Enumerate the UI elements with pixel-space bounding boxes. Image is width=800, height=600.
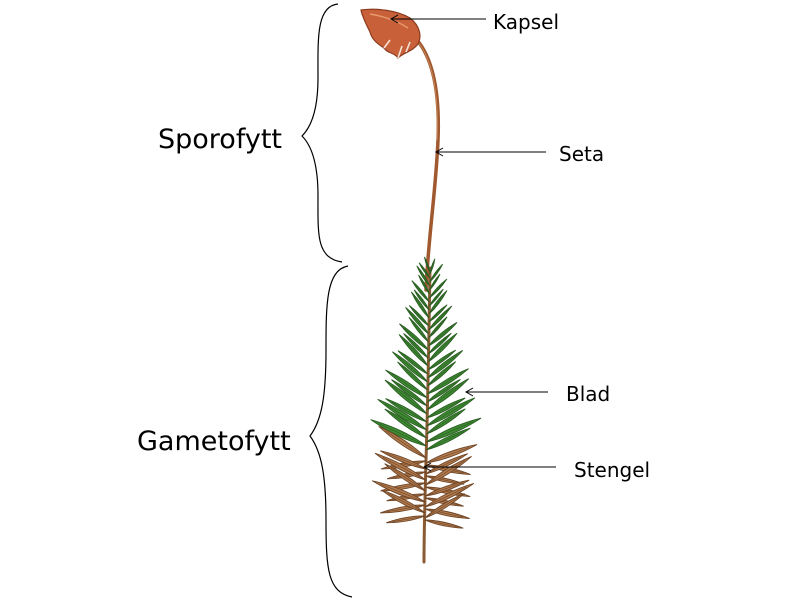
- leaf-midrib: [426, 401, 468, 427]
- leaf-midrib: [413, 295, 430, 319]
- leaf-midrib: [429, 276, 439, 291]
- leaf-midrib: [428, 319, 445, 339]
- leaf-midrib: [387, 493, 426, 514]
- leaf-midrib: [425, 475, 459, 484]
- leaf-midrib: [428, 291, 442, 307]
- leaf-midrib: [425, 460, 465, 486]
- leaf-midrib: [392, 471, 426, 479]
- leaf-midrib: [429, 260, 435, 275]
- leaf-midrib: [426, 431, 464, 451]
- leaf-midrib: [428, 325, 453, 347]
- leaf-midrib: [427, 365, 452, 387]
- leaf-midrib: [424, 259, 431, 273]
- leaf-midrib: [391, 384, 428, 415]
- stem: [422, 266, 432, 564]
- leaf-midrib: [391, 401, 427, 423]
- leaf-midrib: [425, 482, 463, 497]
- leaf-midrib: [424, 496, 459, 519]
- leaf-midrib: [414, 283, 430, 303]
- leaf-midrib: [428, 336, 449, 355]
- leaf-midrib: [390, 467, 426, 492]
- leaf-midrib: [418, 268, 430, 287]
- leaf-midrib: [425, 464, 464, 474]
- leaf-midrib: [425, 447, 470, 464]
- leaf-midrib: [407, 336, 429, 359]
- leaf-midrib: [427, 337, 453, 363]
- seta-highlight: [417, 41, 438, 141]
- capsule-label: Kapsel: [493, 10, 559, 34]
- leaf-midrib: [385, 430, 427, 459]
- seta-label: Seta: [559, 142, 604, 166]
- leaf-midrib: [416, 292, 430, 311]
- leaf-midrib: [397, 356, 428, 383]
- leaf-midrib: [382, 457, 426, 481]
- leaf-midrib: [426, 383, 463, 411]
- leaf-midrib: [386, 453, 426, 470]
- leaf-midrib: [403, 339, 429, 367]
- leaf-midrib: [428, 307, 445, 323]
- leaf-midrib: [425, 456, 462, 475]
- leaf-midrib: [401, 365, 428, 391]
- leaf-midrib: [403, 327, 429, 351]
- leaf-midrib: [427, 382, 456, 403]
- leaf-midrib: [426, 412, 460, 435]
- leaf-midrib: [391, 515, 425, 523]
- leaf-midrib: [426, 400, 460, 419]
- leaf-midrib: [391, 373, 428, 399]
- leaf-midrib: [428, 309, 449, 331]
- sporophyte-label: Sporofytt: [158, 124, 282, 155]
- leaf-midrib: [412, 308, 430, 327]
- leaf-midrib: [427, 372, 463, 395]
- leaf-midrib: [424, 508, 464, 518]
- leaf-midrib: [427, 354, 458, 379]
- leaf-midrib: [390, 413, 427, 439]
- leaf-midrib: [427, 352, 452, 371]
- capsule: [360, 8, 421, 59]
- leaf-midrib: [429, 281, 445, 299]
- sporophyte-brace: [301, 3, 343, 263]
- gametophyte-brace: [309, 265, 353, 598]
- leaf-midrib: [424, 519, 458, 528]
- leaf-midrib: [428, 293, 445, 315]
- leaf-midrib: [419, 277, 430, 295]
- leaf-midrib: [411, 320, 429, 343]
- leaf-label: Blad: [566, 382, 610, 406]
- stem-label: Stengel: [574, 458, 650, 482]
- leaf-midrib: [378, 423, 427, 447]
- leaf-midrib: [426, 421, 473, 443]
- leaf-midrib: [408, 311, 429, 335]
- leaf-midrib: [402, 353, 428, 375]
- gametophyte-label: Gametofytt: [137, 426, 291, 457]
- leaf-midrib: [386, 504, 426, 513]
- leaves: [370, 256, 482, 529]
- leaf-midrib: [380, 483, 426, 503]
- seta: [415, 38, 441, 292]
- leaf-midrib: [420, 264, 431, 279]
- leaf-midrib: [396, 383, 428, 407]
- leaf-midrib: [424, 486, 467, 508]
- leaf-midrib: [384, 403, 427, 431]
- leaf-midrib: [429, 266, 441, 283]
